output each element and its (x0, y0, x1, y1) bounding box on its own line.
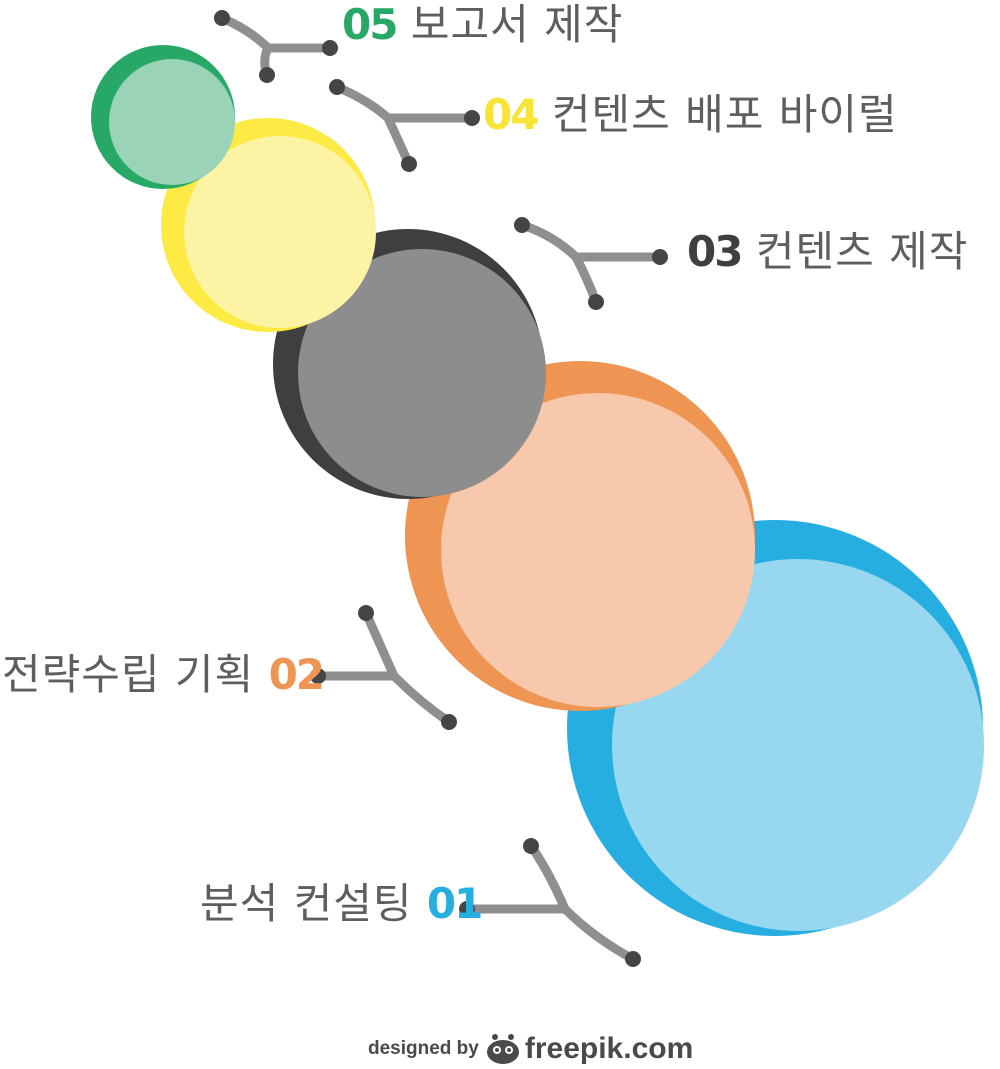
connector-dot (259, 67, 275, 83)
connector-dot (523, 838, 539, 854)
freepik-logo-icon (486, 1034, 519, 1064)
step-02-number: 02 (268, 650, 325, 699)
connector-dot (329, 79, 345, 95)
step-05-text: 보고서 제작 (410, 0, 624, 49)
step-04-number: 04 (483, 90, 539, 139)
connector-dot (625, 951, 641, 967)
connector-dot (358, 605, 374, 621)
step-04-label: 04 컨텐츠 배포 바이럴 (483, 94, 898, 136)
step-01-number: 01 (426, 879, 483, 928)
brand-name: freepik.com (524, 1032, 694, 1065)
connector-dot (214, 10, 230, 26)
connector-dot (514, 217, 530, 233)
connector-dot (652, 249, 668, 265)
step-05-number: 05 (342, 0, 398, 49)
connector-dot (310, 668, 326, 684)
connector-01 (462, 841, 638, 964)
connector-05 (217, 13, 335, 80)
step-05-label: 05 보고서 제작 (342, 4, 623, 46)
step-03-text: 컨텐츠 제작 (755, 227, 969, 276)
connector-dot (464, 110, 480, 126)
circle-step-05 (91, 45, 235, 189)
step-02-text: 전략수립 기획 (2, 650, 255, 699)
connector-03 (517, 220, 665, 307)
step-02-label: 전략수립 기획 02 (2, 654, 325, 696)
step-01-label: 분석 컨설팅 01 (200, 883, 483, 925)
circle-step-04 (161, 118, 376, 332)
step-03-number: 03 (687, 227, 743, 276)
connector-dot (401, 156, 417, 172)
step-04-text: 컨텐츠 배포 바이럴 (551, 90, 898, 139)
connector-dot (459, 901, 475, 917)
connector-02 (313, 608, 454, 727)
designed-by-text: designed by (368, 1038, 479, 1059)
credit-footer: designed by freepik.com (368, 1032, 693, 1066)
step-01-text: 분석 컨설팅 (200, 879, 413, 928)
connector-dot (588, 294, 604, 310)
connector-dot (441, 714, 457, 730)
connector-dot (322, 40, 338, 56)
step-03-label: 03 컨텐츠 제작 (687, 231, 968, 273)
connector-04 (332, 82, 477, 169)
